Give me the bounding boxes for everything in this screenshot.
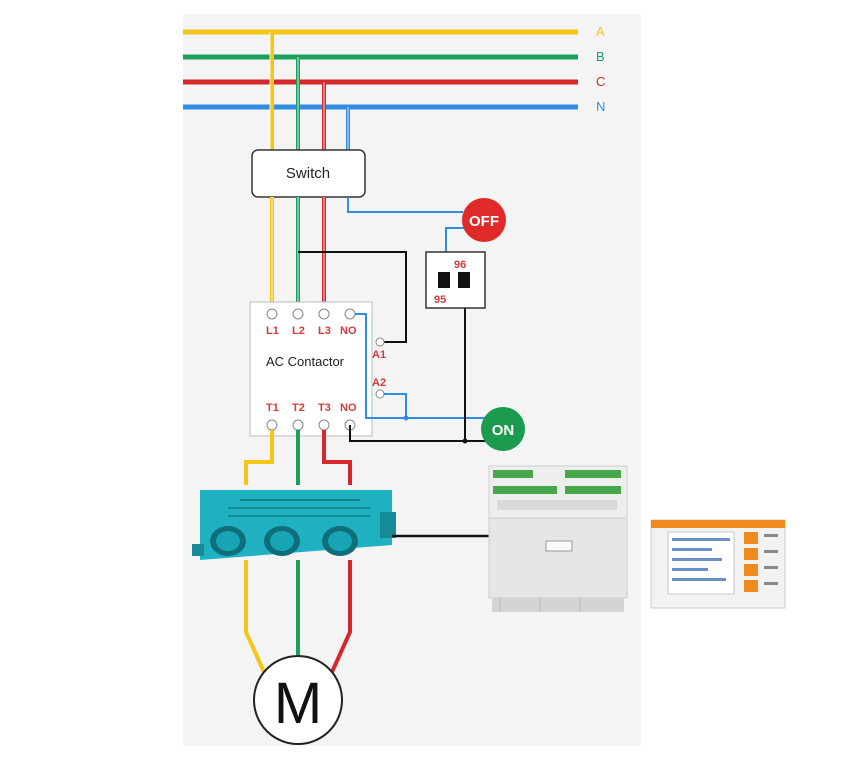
bus-label-n: N [596, 99, 605, 114]
protection-module [488, 465, 628, 612]
phase-wires-to-contactor [270, 197, 326, 313]
display-meter [650, 519, 786, 609]
control-wire-a1 [298, 251, 407, 343]
on-button-label: ON [492, 422, 515, 439]
no-bottom-wire [349, 425, 486, 442]
phase-a-drop [269, 32, 274, 150]
terminal-t2: T2 [292, 402, 305, 414]
terminal-l2: L2 [292, 325, 305, 337]
motor-wires [244, 560, 352, 673]
coil-label-a2: A2 [372, 377, 386, 389]
bus-label-c: C [596, 74, 605, 89]
motor [253, 655, 343, 745]
terminal-l1: L1 [266, 325, 279, 337]
switch-label: Switch [286, 165, 330, 182]
on-button[interactable] [481, 407, 525, 451]
bus-label-b: B [596, 49, 605, 64]
a2-wire [384, 393, 407, 418]
off-button-label: OFF [469, 213, 499, 230]
switch-box [251, 149, 366, 198]
current-transformer [192, 490, 396, 560]
relay-label-96: 96 [454, 259, 466, 271]
terminal-no-bottom: NO [340, 402, 357, 414]
coil-terminal-a1 [375, 337, 385, 347]
contactor-box [249, 301, 373, 437]
relay-contact-96 [458, 272, 470, 288]
contactor-top-terminals [266, 308, 356, 320]
contactor-title: AC Contactor [266, 354, 345, 369]
coil-label-a1: A1 [372, 349, 386, 361]
terminal-t1: T1 [266, 402, 279, 414]
output-wires-to-ct [244, 430, 352, 485]
bus-label-a: A [596, 24, 605, 39]
terminal-t3: T3 [318, 402, 331, 414]
relay-box [425, 251, 486, 309]
junction-dot-black [462, 438, 468, 444]
off-button[interactable] [462, 198, 506, 242]
junction-dot-blue [403, 415, 409, 421]
relay-label-95: 95 [434, 294, 446, 306]
terminal-no-top: NO [340, 325, 357, 337]
neutral-wire-to-off [347, 197, 463, 213]
terminal-l3: L3 [318, 325, 331, 337]
coil-terminal-a2 [375, 389, 385, 399]
motor-label: M [274, 671, 322, 736]
relay-contact-95 [438, 272, 450, 288]
no-contact-wire [355, 313, 486, 419]
